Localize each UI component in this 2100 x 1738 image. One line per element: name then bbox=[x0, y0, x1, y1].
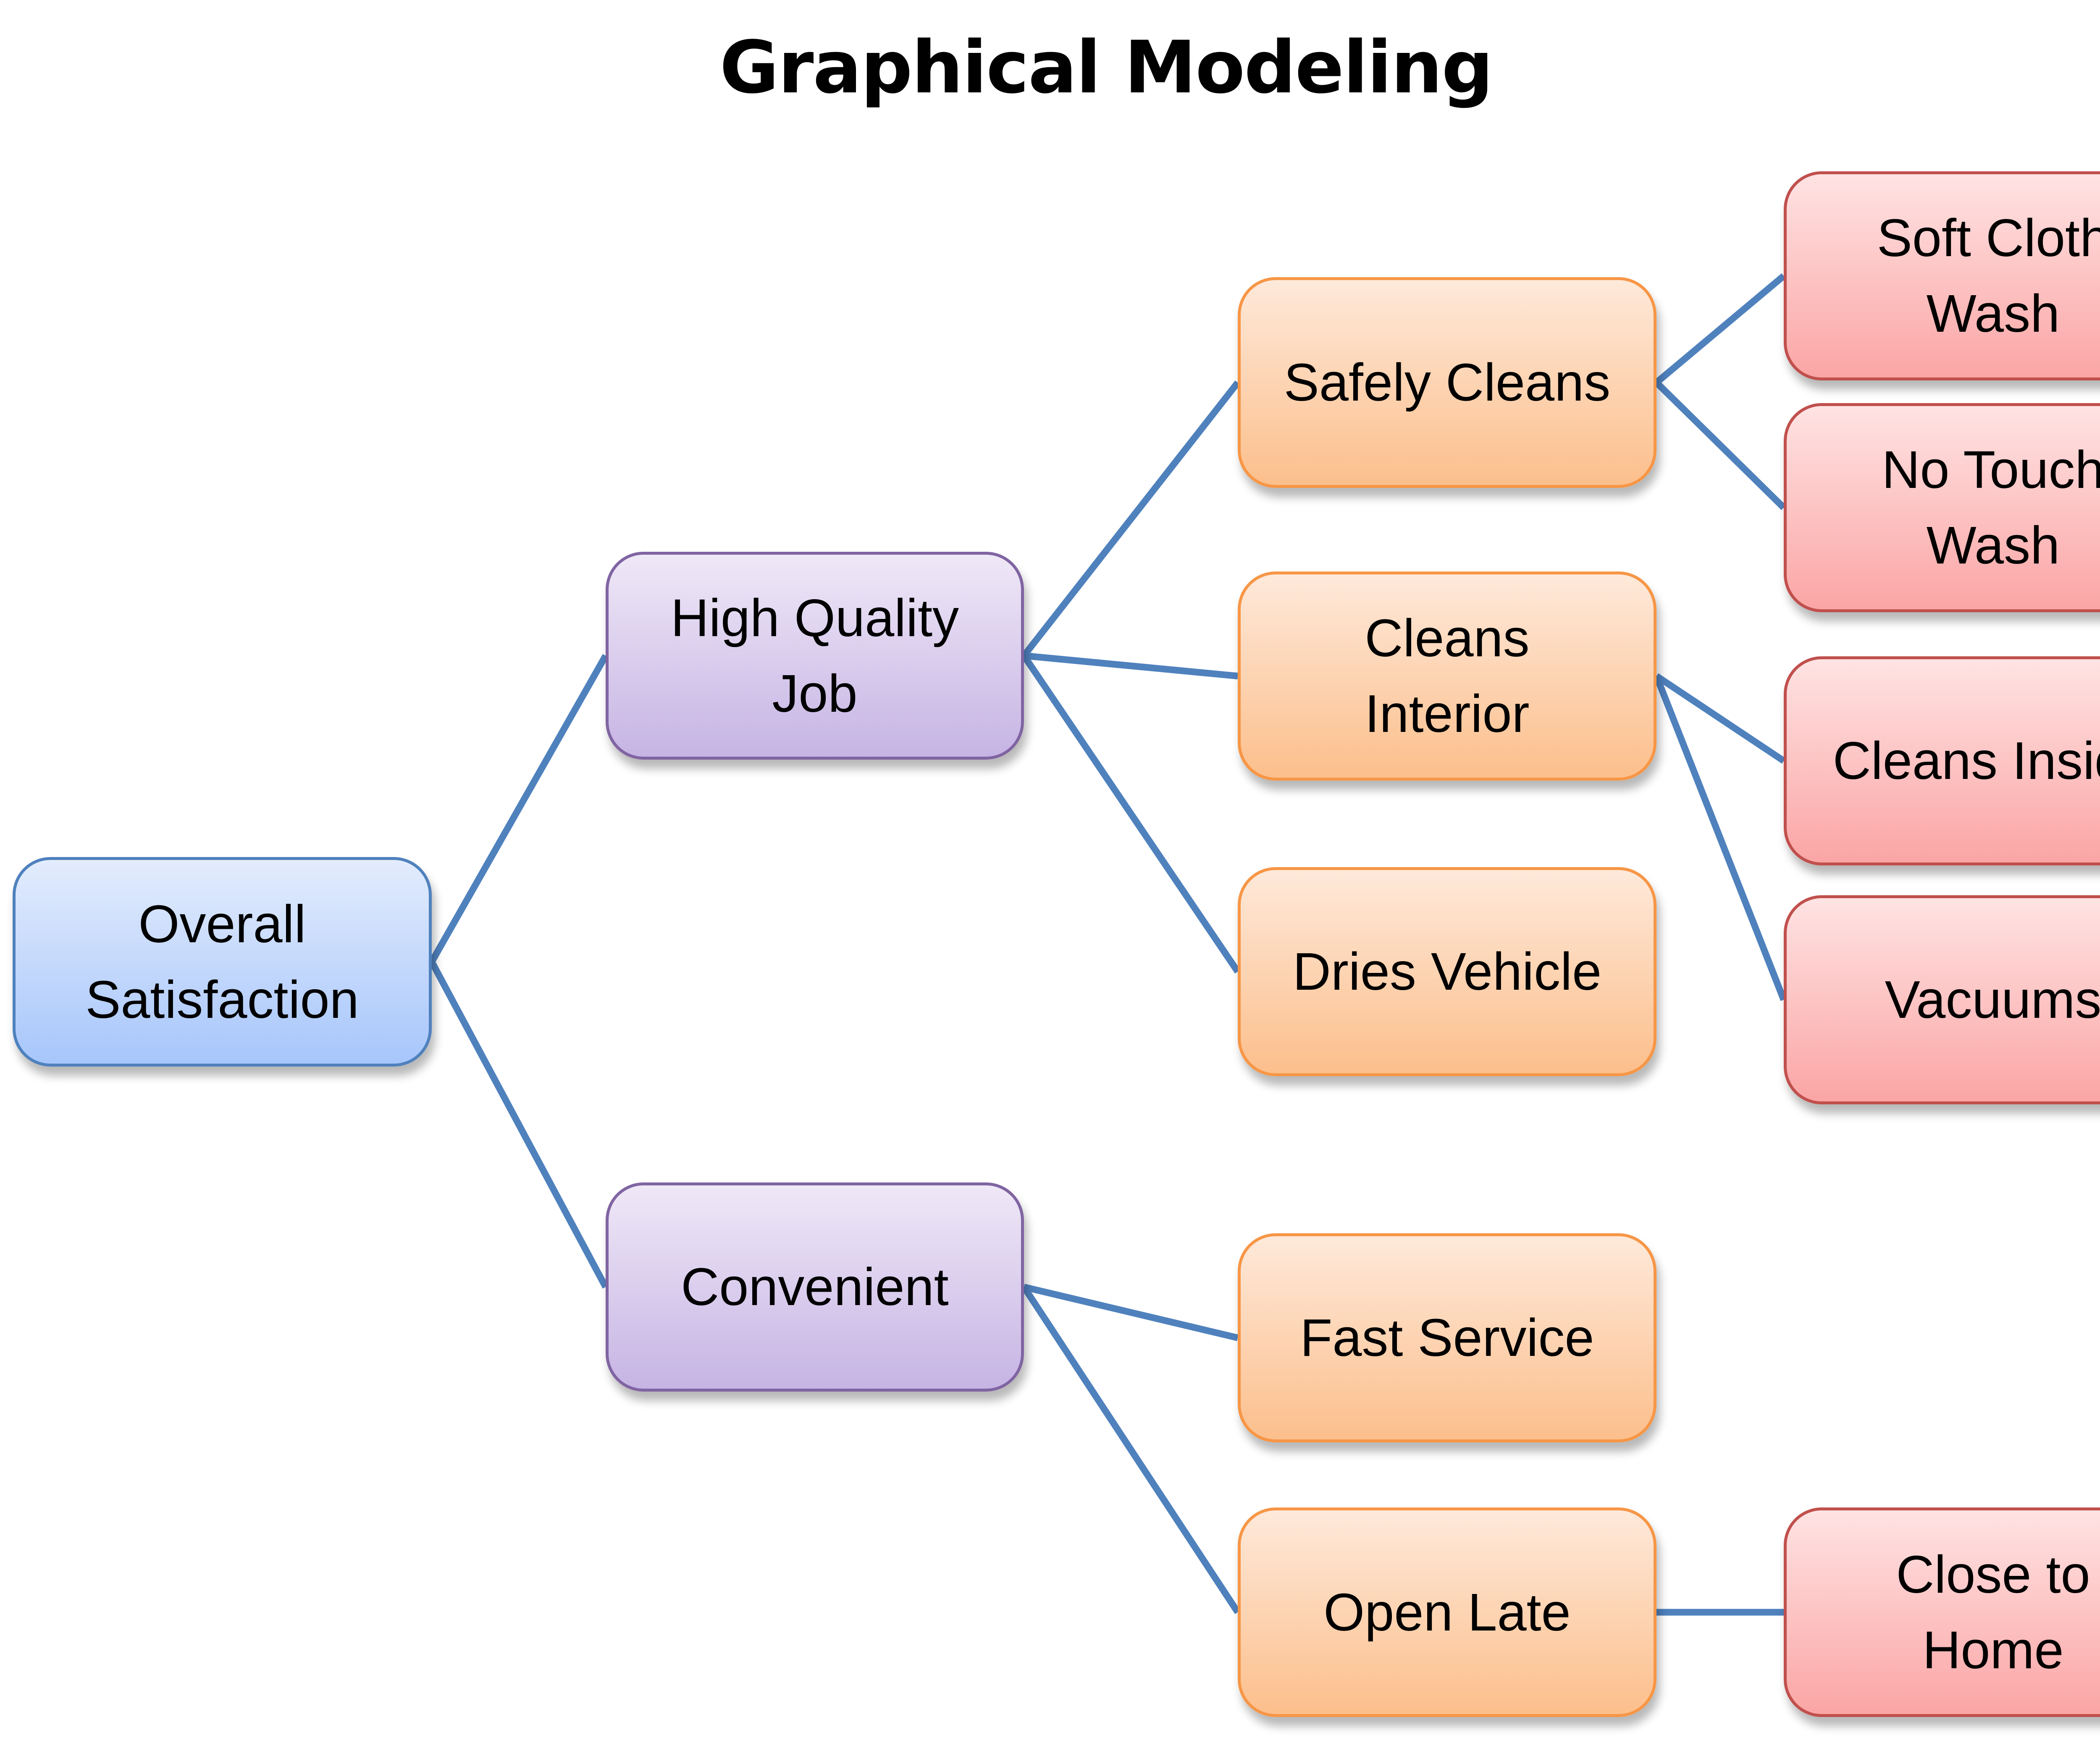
node-overall-satisfaction[interactable]: Overall Satisfaction bbox=[13, 857, 432, 1067]
node-label: No Touch Wash bbox=[1882, 440, 2100, 575]
node-label: Fast Service bbox=[1300, 1308, 1594, 1367]
node-label: Close to Home bbox=[1896, 1544, 2090, 1680]
node-high-quality-job[interactable]: High Quality Job bbox=[606, 552, 1024, 760]
connector-overall-satisfaction-to-high-quality-job bbox=[429, 654, 609, 964]
node-cleans-interior[interactable]: Cleans Interior bbox=[1238, 571, 1656, 781]
node-label: Dries Vehicle bbox=[1292, 942, 1602, 1001]
node-label: Overall Satisfaction bbox=[85, 894, 359, 1029]
connector-safely-cleans-to-soft-cloth-wash bbox=[1654, 273, 1786, 385]
node-label: Convenient bbox=[681, 1257, 949, 1316]
connector-cleans-interior-to-vacuums bbox=[1653, 675, 1787, 1001]
connector-convenient-to-open-late bbox=[1021, 1285, 1241, 1614]
node-label: Soft Cloth Wash bbox=[1877, 208, 2100, 343]
node-label: Open Late bbox=[1323, 1582, 1571, 1642]
connector-cleans-interior-to-cleans-inside bbox=[1654, 673, 1786, 764]
connector-overall-satisfaction-to-convenient bbox=[428, 960, 609, 1289]
node-label: High Quality Job bbox=[670, 588, 959, 723]
connector-high-quality-job-to-dries-vehicle bbox=[1021, 654, 1241, 974]
node-label: Vacuums bbox=[1885, 970, 2100, 1029]
node-open-late[interactable]: Open Late bbox=[1238, 1507, 1656, 1717]
node-label: Cleans Inside bbox=[1832, 731, 2100, 790]
node-no-touch-wash[interactable]: No Touch Wash bbox=[1784, 403, 2100, 612]
connector-safely-cleans-to-no-touch-wash bbox=[1654, 380, 1786, 510]
node-vacuums[interactable]: Vacuums bbox=[1784, 895, 2100, 1104]
connector-high-quality-job-to-cleans-interior bbox=[1024, 652, 1238, 679]
node-fast-service[interactable]: Fast Service bbox=[1238, 1233, 1656, 1442]
node-close-to-home[interactable]: Close to Home bbox=[1784, 1507, 2100, 1717]
connector-high-quality-job-to-safely-cleans bbox=[1021, 380, 1241, 658]
node-safely-cleans[interactable]: Safely Cleans bbox=[1238, 277, 1656, 488]
diagram-title: Graphical Modeling bbox=[719, 25, 1493, 110]
node-cleans-inside[interactable]: Cleans Inside bbox=[1784, 656, 2100, 865]
node-soft-cloth-wash[interactable]: Soft Cloth Wash bbox=[1784, 171, 2100, 380]
connector-convenient-to-fast-service bbox=[1023, 1284, 1239, 1341]
node-label: Cleans Interior bbox=[1365, 608, 1530, 743]
node-label: Safely Cleans bbox=[1284, 353, 1611, 412]
node-convenient[interactable]: Convenient bbox=[606, 1182, 1024, 1392]
node-dries-vehicle[interactable]: Dries Vehicle bbox=[1238, 867, 1656, 1076]
